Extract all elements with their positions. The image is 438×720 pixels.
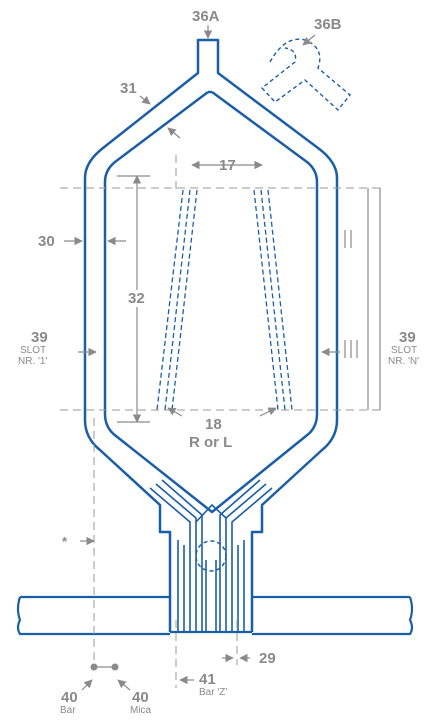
lead-wires <box>149 479 273 632</box>
arrow-40-right <box>117 679 131 691</box>
coil-top-lead <box>196 38 220 55</box>
label-36b: 36B <box>314 16 342 33</box>
arrow-18-left <box>167 407 183 417</box>
label-40-left: 40 <box>61 689 78 706</box>
slot-right-line1: SLOT <box>391 345 418 356</box>
arrow-18-right <box>259 407 277 417</box>
label-17: 17 <box>219 157 236 174</box>
label-29: 29 <box>259 650 276 667</box>
label-bar: Bar <box>60 705 76 716</box>
slot-right-line2: NR. 'N' <box>388 356 420 367</box>
arrow-inner <box>167 127 181 139</box>
coil-outer-loop <box>83 55 200 632</box>
label-star: * <box>62 534 68 549</box>
arrow-40-left <box>81 679 93 691</box>
label-mica: Mica <box>130 705 152 716</box>
leader-arrows <box>64 25 340 691</box>
label-32: 32 <box>128 290 145 307</box>
label-41: 41 <box>199 671 216 688</box>
label-18: 18 <box>205 416 222 433</box>
label-39-right: 39 <box>399 329 416 346</box>
slot-left-line1: SLOT <box>20 345 47 356</box>
ribbon-36b <box>260 38 351 112</box>
label-30: 30 <box>38 233 55 250</box>
coil-outline <box>83 38 339 632</box>
label-40-right: 40 <box>132 689 149 706</box>
dimension-lines <box>117 160 381 423</box>
slot-left-line2: NR. '1' <box>18 356 48 367</box>
bar-mica-points <box>90 663 119 671</box>
arrow-36b <box>302 34 316 46</box>
dashed-bolt-circle <box>195 540 227 572</box>
label-39-left: 39 <box>31 329 48 346</box>
label-r-or-l: R or L <box>189 434 233 451</box>
label-31: 31 <box>120 80 137 97</box>
coil-inner-loop <box>103 90 319 514</box>
arrow-31 <box>139 95 151 105</box>
label-bar-z: Bar 'Z' <box>199 687 228 698</box>
slot-conductors <box>156 189 293 411</box>
coil-outer-loop-right <box>216 55 339 632</box>
label-36a: 36A <box>192 8 220 25</box>
commutator-bar <box>16 595 414 636</box>
